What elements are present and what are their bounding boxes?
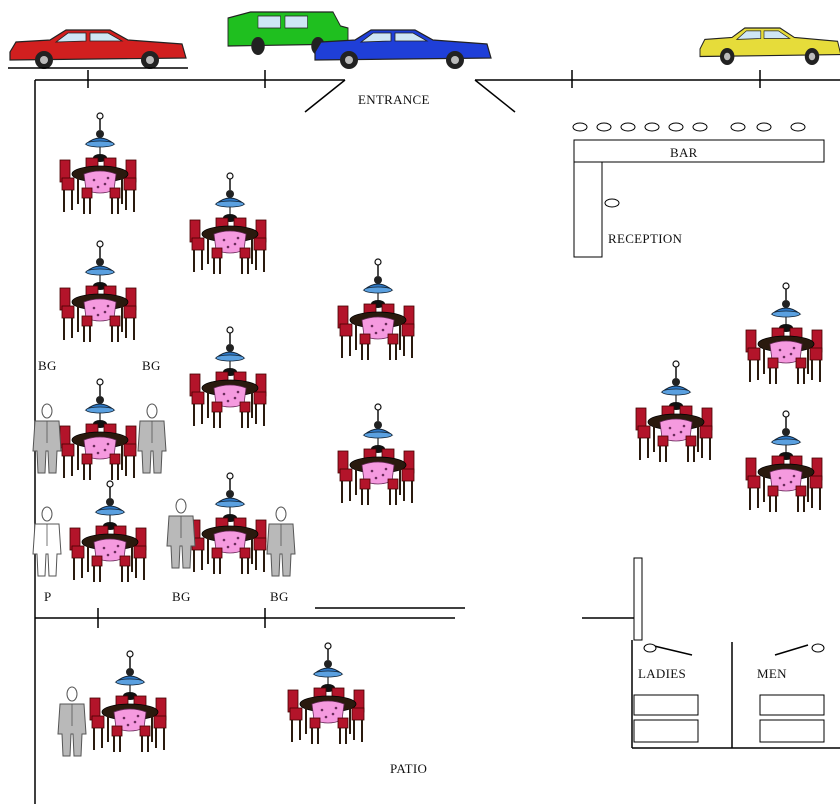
table-set-icon	[189, 472, 267, 575]
reception-desk	[573, 161, 603, 258]
bg-label: BG	[172, 589, 191, 604]
bar-stool-icon	[572, 122, 825, 653]
bg-label: BG	[142, 358, 161, 373]
table-set-icon	[89, 650, 167, 753]
table-set-icon	[287, 642, 365, 745]
table-set-icon	[59, 112, 137, 215]
bg-label: BG	[270, 589, 289, 604]
table-set-icon	[189, 172, 267, 275]
bar-label: BAR	[670, 145, 698, 160]
car-icon	[8, 29, 188, 70]
entrance-label: ENTRANCE	[358, 92, 430, 107]
p-label: P	[44, 589, 52, 604]
patron-icon	[32, 506, 62, 577]
bar-counter	[573, 139, 825, 163]
ladies-label: LADIES	[638, 666, 686, 681]
table-set-icon	[745, 410, 823, 513]
security-guard-icon	[266, 506, 296, 577]
table-set-icon	[337, 258, 415, 361]
restroom-partition	[633, 557, 643, 641]
car-icon	[699, 27, 840, 66]
table-set-icon	[745, 282, 823, 385]
men-label: MEN	[757, 666, 787, 681]
table-set-icon	[69, 480, 147, 583]
table-set-icon	[189, 326, 267, 429]
bg-label: BG	[38, 358, 57, 373]
patio-label: PATIO	[390, 761, 427, 776]
reception-label: RECEPTION	[608, 231, 683, 246]
table-set-icon	[337, 403, 415, 506]
security-guard-icon	[166, 498, 196, 569]
security-guard-icon	[57, 686, 87, 757]
table-set-icon	[59, 240, 137, 343]
table-set-icon	[635, 360, 713, 463]
table-set-icon	[59, 378, 137, 481]
security-guard-icon	[137, 403, 167, 474]
restroom-sinks	[633, 694, 825, 743]
security-guard-icon	[32, 403, 62, 474]
